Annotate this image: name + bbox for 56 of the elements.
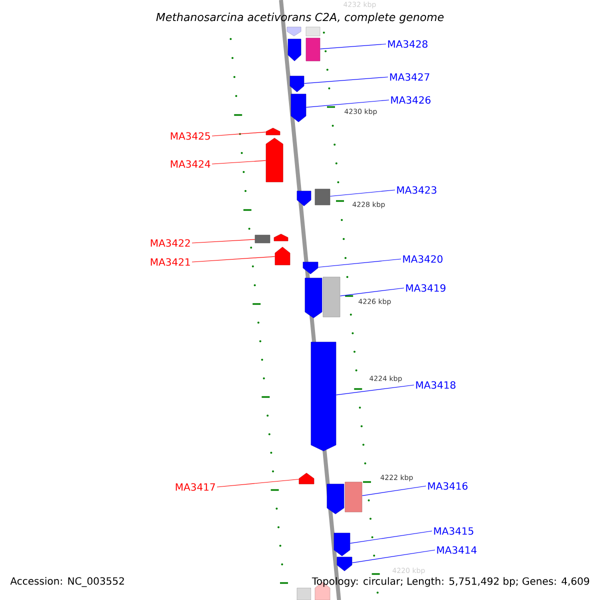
leader-line <box>216 478 300 488</box>
gene-feature <box>266 128 280 136</box>
leader-line <box>350 530 432 544</box>
gene-feature <box>322 276 340 318</box>
gene-label: MA3427 <box>390 73 430 81</box>
leader-line <box>362 486 426 496</box>
gene-feature <box>274 234 288 242</box>
gene-label: MA3426 <box>391 96 430 104</box>
gene-feature <box>326 484 344 514</box>
gene-label: MA3425 <box>170 132 210 140</box>
gene-feature <box>306 26 320 36</box>
gene-feature <box>298 472 314 484</box>
leader-line <box>340 288 404 296</box>
gene-label: MA3415 <box>434 527 474 535</box>
accession-text: Accession: NC_003552 <box>10 577 124 587</box>
gene-feature <box>306 38 320 62</box>
leader-line <box>212 132 266 136</box>
gene-label: MA3424 <box>170 160 210 168</box>
leader-line <box>192 256 276 262</box>
gene-label: MA3419 <box>406 284 446 292</box>
gene-feature <box>290 94 306 122</box>
gene-feature <box>334 532 350 556</box>
leader-line <box>330 190 396 197</box>
gene-feature <box>310 342 336 452</box>
gene-feature <box>288 38 302 62</box>
title: Methanosarcina acetivorans C2A, complete genome <box>156 12 444 24</box>
gene-feature <box>286 26 302 36</box>
gene-feature <box>254 234 270 244</box>
leader-line <box>336 384 414 396</box>
gene-feature <box>290 76 304 92</box>
gene-label: MA3420 <box>403 255 442 263</box>
gene-feature <box>296 588 312 600</box>
leader-line <box>306 100 390 108</box>
leader-line <box>212 160 266 164</box>
leader-line <box>192 239 256 244</box>
gene-feature <box>274 246 290 266</box>
gene-label: MA3421 <box>150 258 190 266</box>
gene-label: MA3428 <box>388 40 428 48</box>
gene-feature <box>296 190 312 206</box>
gene-label: MA3423 <box>397 186 436 194</box>
leader-line <box>304 76 388 84</box>
gene-label: MA3418 <box>416 381 456 389</box>
gene-feature <box>266 138 284 182</box>
leader-line <box>352 550 436 564</box>
gene-feature <box>336 556 352 572</box>
genome-stats-text: Topology: circular; Length: 5,751,492 bp; Genes: 4,609 <box>312 577 590 587</box>
gene-label: MA3416 <box>428 482 468 490</box>
leader-line <box>318 258 402 268</box>
gene-feature <box>314 188 330 206</box>
gene-label: MA3422 <box>150 239 190 247</box>
gene-feature <box>344 482 362 512</box>
gene-label: MA3414 <box>437 546 477 554</box>
gene-label: MA3417 <box>176 483 215 491</box>
gene-feature <box>302 262 318 274</box>
gene-feature <box>304 278 322 318</box>
leader-line <box>320 44 386 50</box>
